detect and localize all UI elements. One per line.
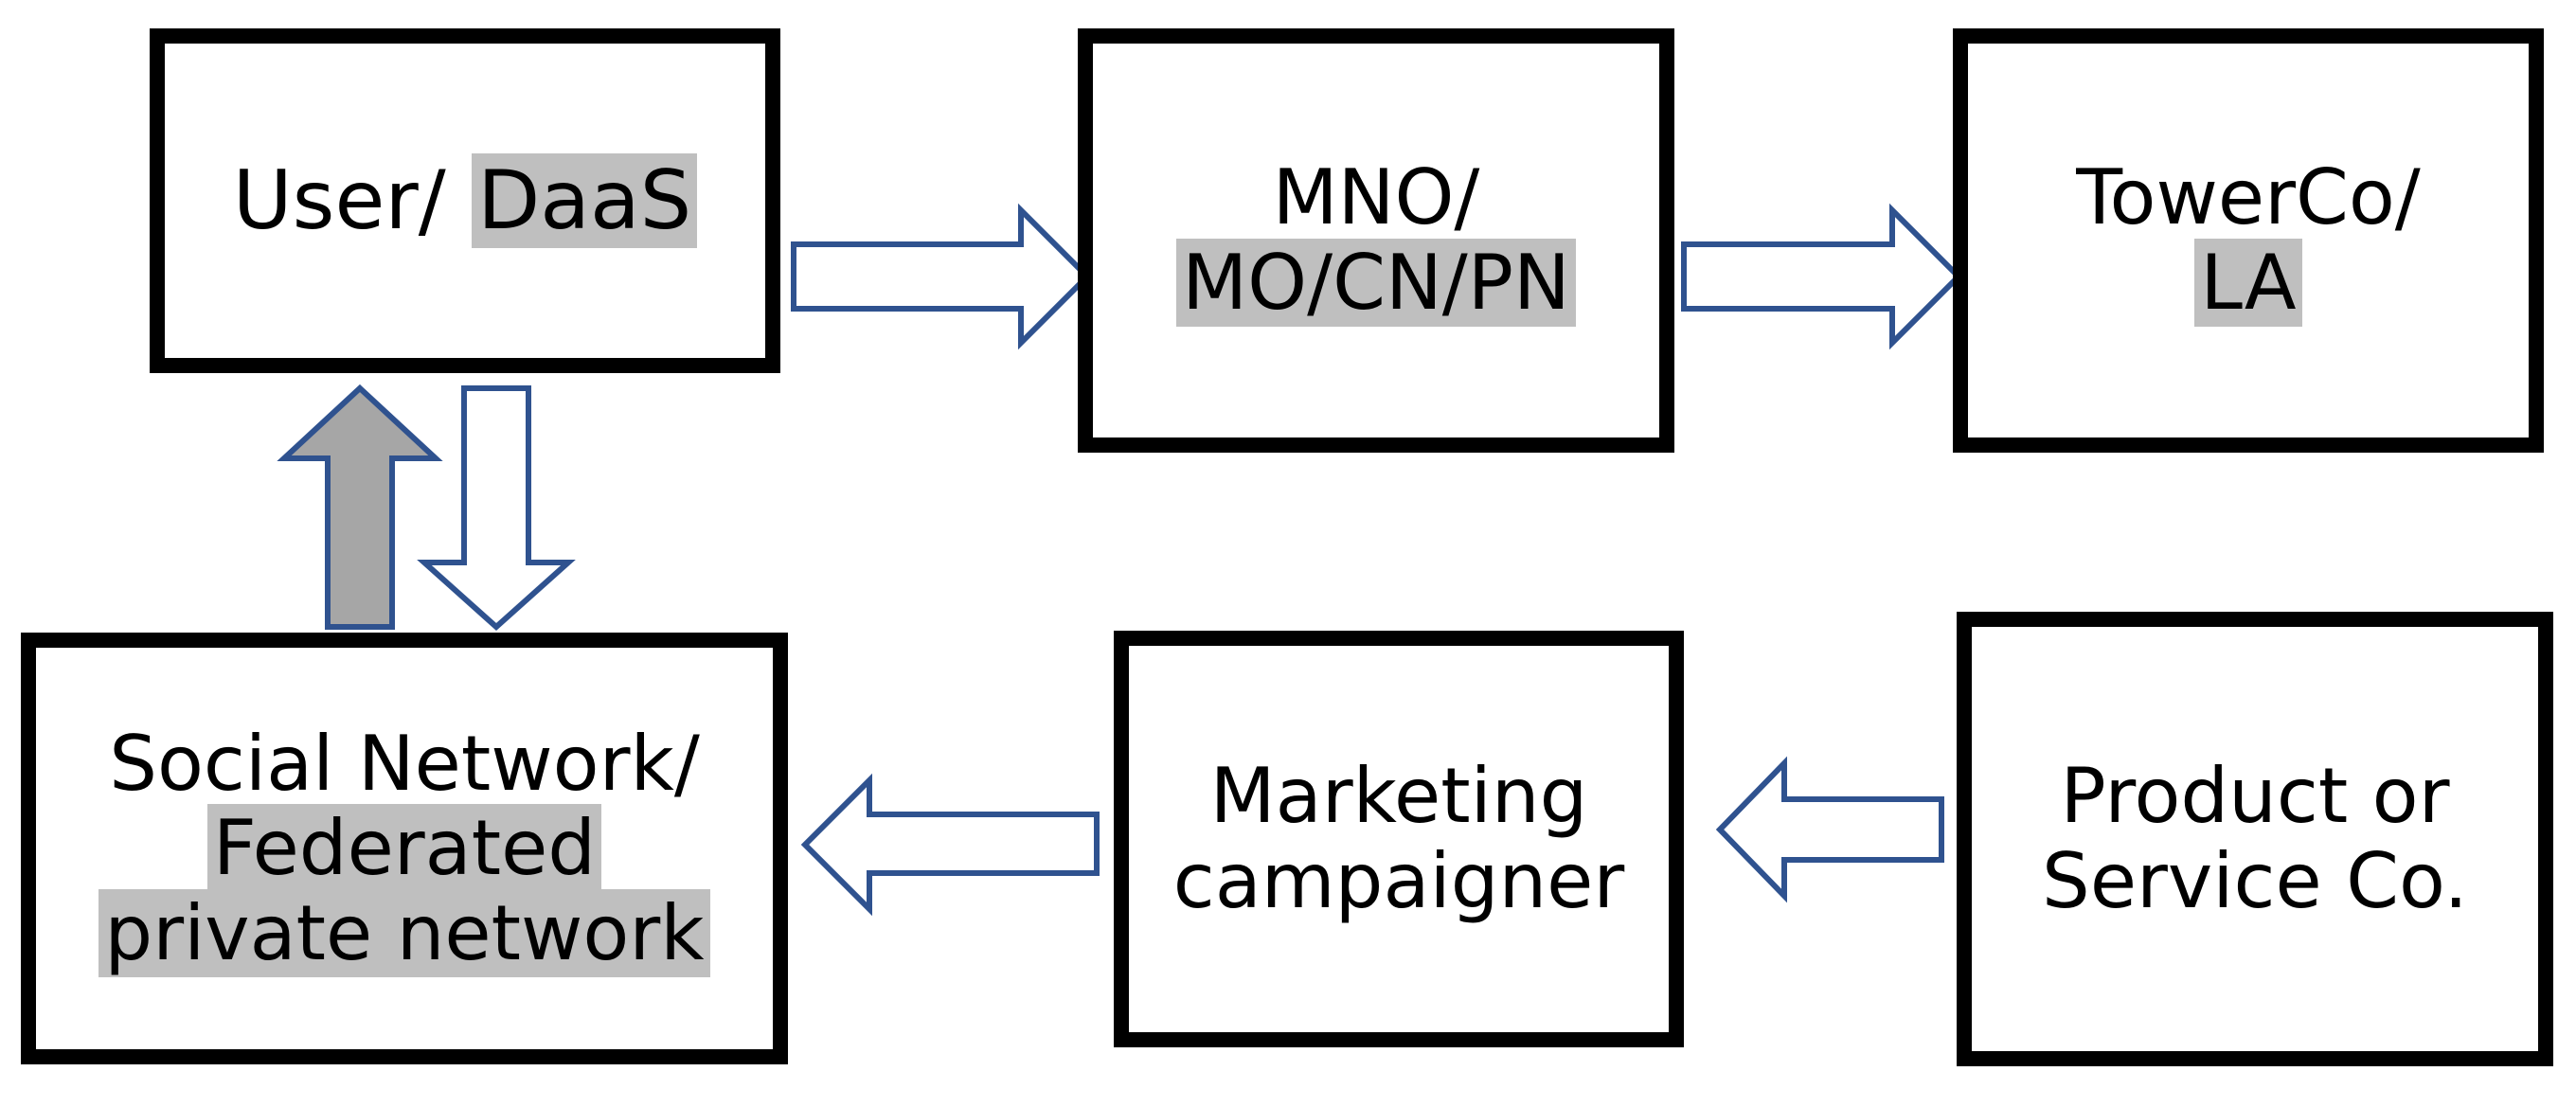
box-social-line1: Social Network/: [109, 719, 700, 808]
box-tower-line2: LA: [2194, 239, 2302, 327]
box-mno-line2: MO/CN/PN: [1176, 239, 1576, 327]
arrow-mno-to-tower: [1681, 203, 1963, 350]
box-social-line3: private network: [98, 888, 710, 977]
box-user-daas: User/ DaaS: [150, 28, 780, 373]
box-marketing-line2: campaigner: [1172, 837, 1625, 925]
box-user-plain-text: User/: [232, 152, 473, 248]
box-tower-line1: TowerCo/: [2076, 153, 2421, 242]
arrow-marketing-to-social: [800, 773, 1100, 917]
box-mno: MNO/ MO/CN/PN: [1078, 28, 1674, 453]
arrow-product-to-marketing: [1715, 756, 1944, 903]
box-user-label: User/ DaaS: [232, 152, 698, 248]
arrow-user-to-mno: [791, 203, 1092, 350]
arrow-user-to-social: [417, 385, 576, 632]
box-product-line1: Product or: [2060, 752, 2450, 841]
box-user-highlighted-text: DaaS: [472, 152, 698, 248]
box-marketing-campaigner: Marketing campaigner: [1114, 631, 1684, 1047]
box-social-line2: Federated: [206, 804, 602, 893]
box-towerco: TowerCo/ LA: [1953, 28, 2544, 453]
box-product-line2: Service Co.: [2042, 837, 2468, 925]
box-marketing-line1: Marketing: [1209, 752, 1588, 841]
arrow-social-to-user: [277, 384, 443, 630]
box-product-service-co: Product or Service Co.: [1957, 612, 2553, 1066]
box-social-network: Social Network/ Federated private networ…: [21, 633, 788, 1064]
box-mno-line1: MNO/: [1272, 153, 1480, 242]
